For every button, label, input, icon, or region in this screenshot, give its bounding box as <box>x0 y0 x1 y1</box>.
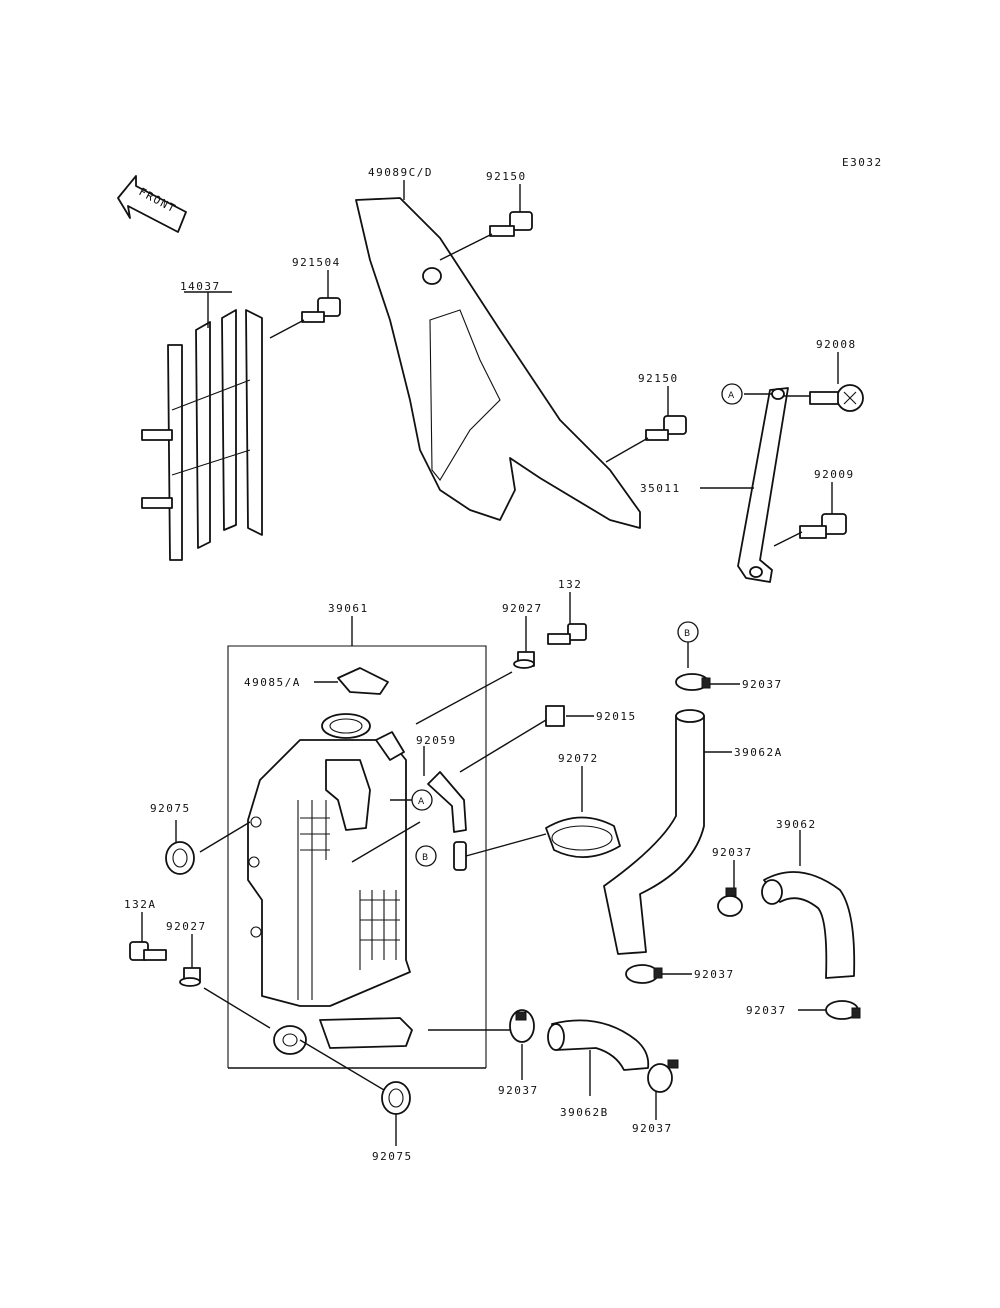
label-92027-top: 92027 <box>502 602 543 615</box>
bolt-92008 <box>784 352 864 412</box>
label-92072: 92072 <box>558 752 599 765</box>
ref-a-top: A <box>721 383 743 405</box>
bolt-92150-top <box>439 184 533 261</box>
label-92015: 92015 <box>596 710 637 723</box>
label-92075-left: 92075 <box>150 802 191 815</box>
label-14037: 14037 <box>180 280 221 293</box>
label-92059: 92059 <box>416 734 457 747</box>
label-49089: 49089C/D <box>368 166 433 179</box>
label-92150-mid: 92150 <box>638 372 679 385</box>
label-132: 132 <box>558 578 582 591</box>
label-39062B: 39062B <box>560 1106 609 1119</box>
ref-a-radiator-text: A <box>418 797 425 807</box>
label-39062A: 39062A <box>734 746 783 759</box>
hose-39062A <box>603 709 732 955</box>
label-92037-c: 92037 <box>694 968 735 981</box>
ref-a-top-text: A <box>728 391 735 401</box>
label-921504: 921504 <box>292 256 341 269</box>
bolt-92150-mid <box>605 386 687 463</box>
bolt-132A <box>129 912 167 961</box>
ref-b-radiator-text: B <box>422 853 428 863</box>
front-arrow-icon: FRONT <box>117 175 187 233</box>
clip-92015 <box>459 705 594 773</box>
louver-14037 <box>141 291 263 561</box>
hose-92059 <box>423 746 467 871</box>
stay-35011 <box>700 387 789 583</box>
radiator-group-frame <box>227 616 487 1069</box>
grommet-92075-left <box>165 820 251 875</box>
hose-39062 <box>761 830 856 979</box>
label-132A: 132A <box>124 898 157 911</box>
hose-39062B <box>547 1019 650 1096</box>
diagram-code: E3032 <box>842 156 883 169</box>
label-92037-d: 92037 <box>746 1004 787 1017</box>
clamp-92037-d <box>798 1000 861 1020</box>
label-92075-bottom: 92075 <box>372 1150 413 1163</box>
bolt-92027-top <box>415 616 535 725</box>
clamp-92037-f <box>647 1059 679 1120</box>
label-35011: 35011 <box>640 482 681 495</box>
band-92072 <box>465 766 621 859</box>
clamp-92037-e <box>428 1009 535 1080</box>
grommet-92075-bottom <box>299 1039 411 1146</box>
label-92037-a: 92037 <box>742 678 783 691</box>
label-49085: 49085/A <box>244 676 301 689</box>
label-92037-b: 92037 <box>712 846 753 859</box>
shroud-49089 <box>355 180 641 529</box>
label-92009: 92009 <box>814 468 855 481</box>
clamp-92037-b <box>717 860 743 917</box>
label-92008: 92008 <box>816 338 857 351</box>
seal-49085 <box>314 667 389 695</box>
clamp-92037-c <box>625 964 692 984</box>
label-92037-f: 92037 <box>632 1122 673 1135</box>
clamp-92037-a <box>675 673 740 691</box>
bolt-921504 <box>269 270 341 339</box>
ref-b-radiator: B <box>415 845 437 867</box>
ref-b-top: B <box>677 621 699 668</box>
bolt-92009 <box>773 482 847 547</box>
label-39062: 39062 <box>776 818 817 831</box>
label-92150-top: 92150 <box>486 170 527 183</box>
label-39061: 39061 <box>328 602 369 615</box>
radiator-39061 <box>247 713 421 1055</box>
bolt-132 <box>547 592 587 645</box>
ref-a-radiator: A <box>390 789 433 811</box>
label-92027-low: 92027 <box>166 920 207 933</box>
label-92037-e: 92037 <box>498 1084 539 1097</box>
ref-b-top-text: B <box>684 629 690 639</box>
bolt-92027-low <box>179 934 271 1029</box>
